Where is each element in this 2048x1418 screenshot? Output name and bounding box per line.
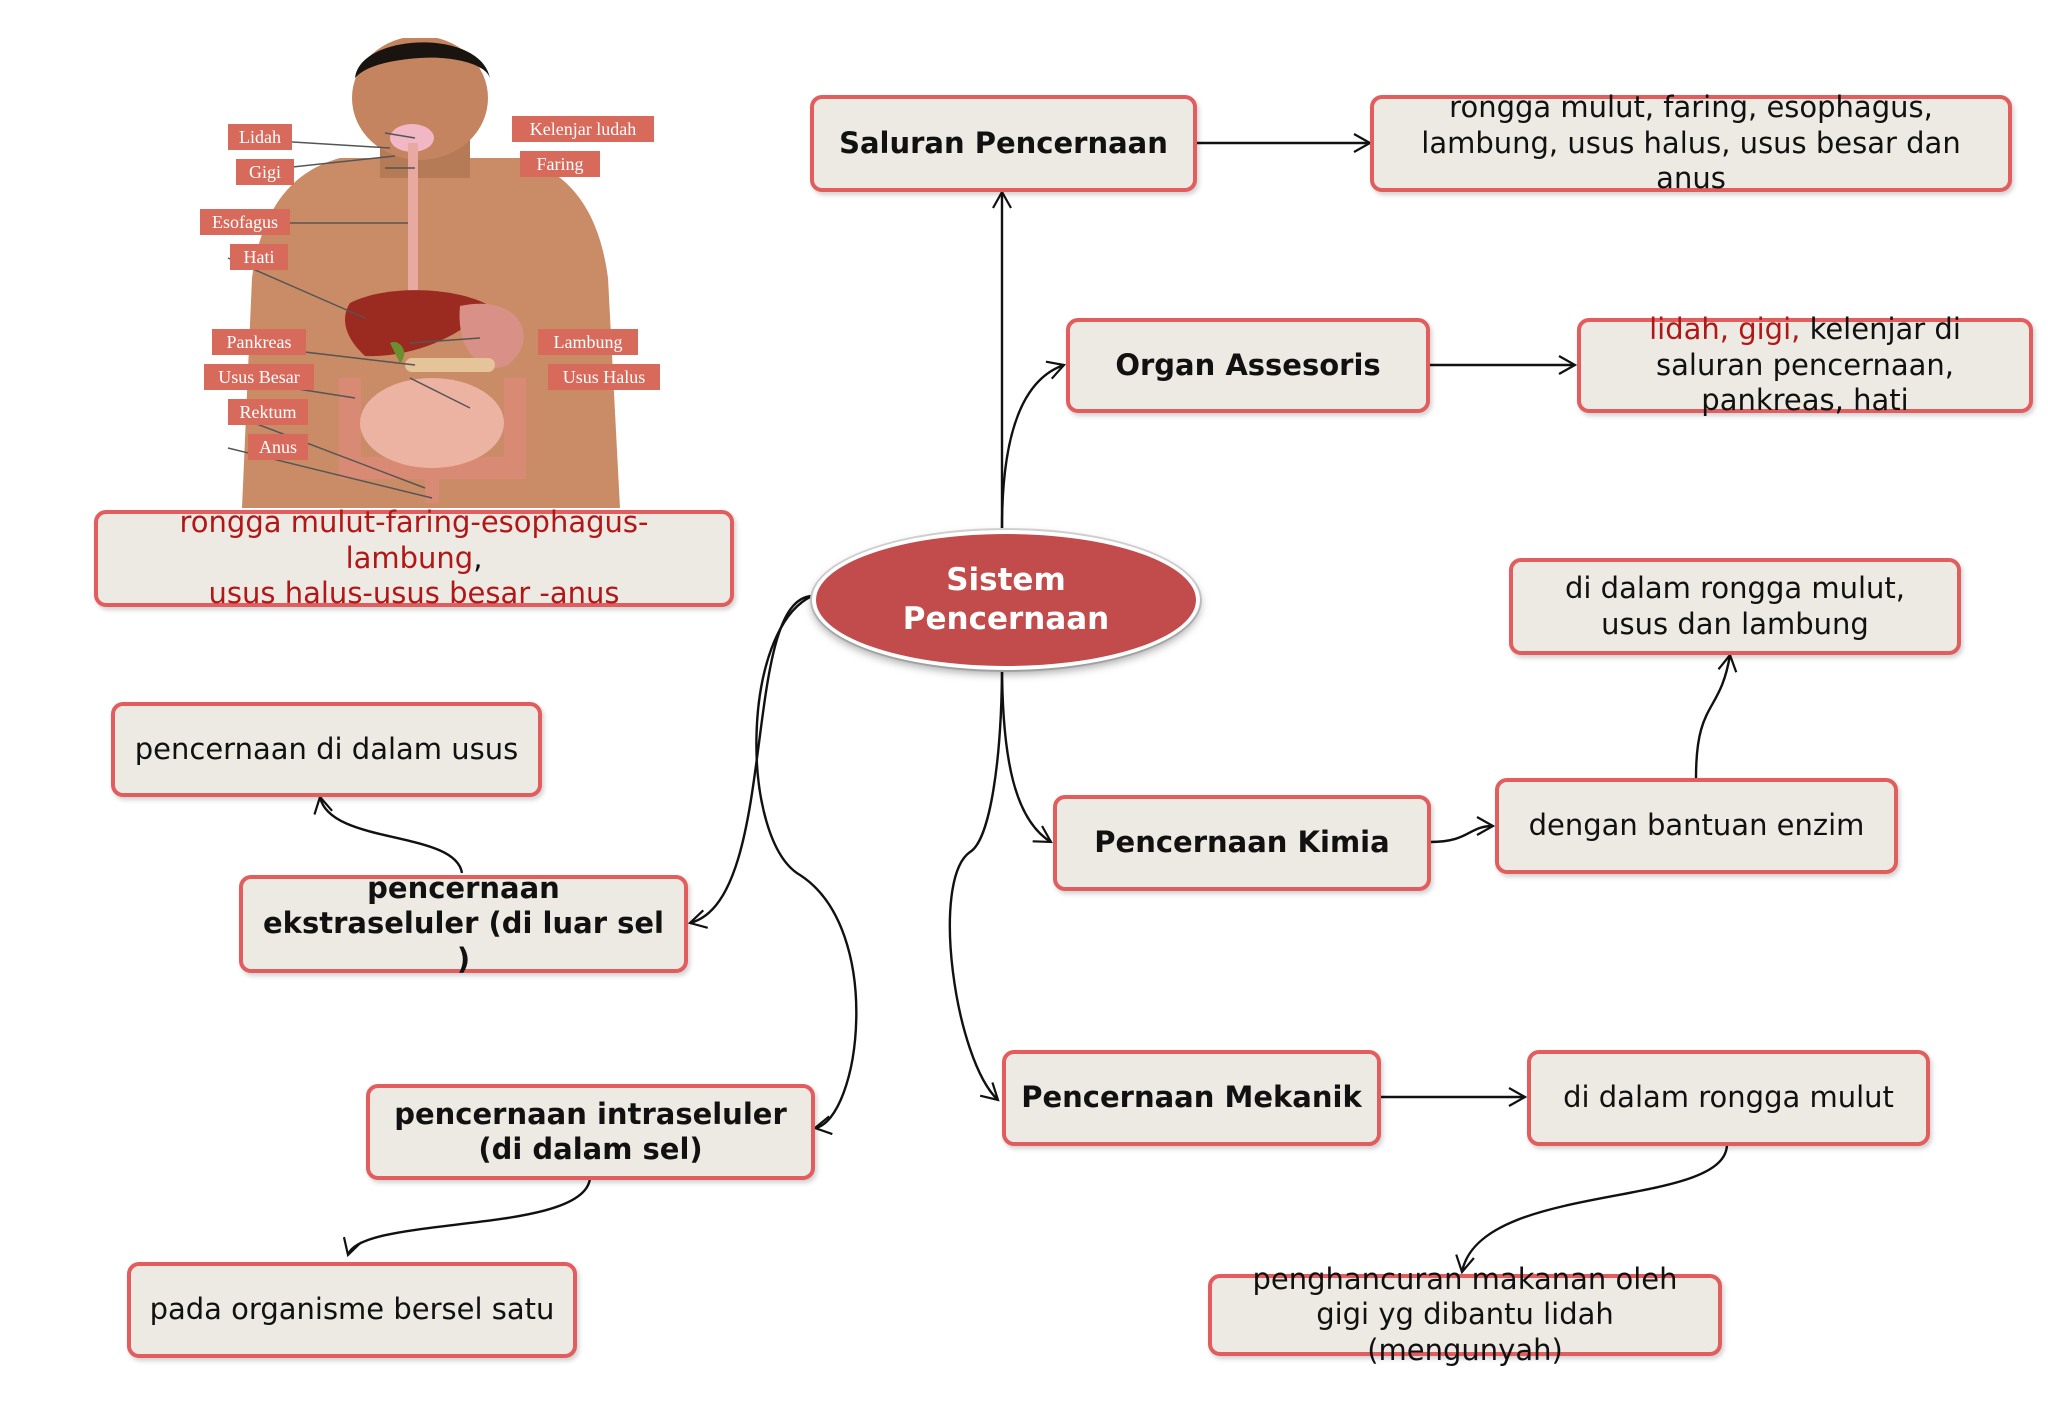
label-faring: Faring xyxy=(537,154,584,174)
esophagus xyxy=(408,143,418,333)
node-ekstraseluler: pencernaan ekstraseluler (di luar sel ) xyxy=(239,871,688,976)
pancreas xyxy=(405,358,495,372)
edge-center-organ xyxy=(1000,360,1067,529)
node-saluran-label: Saluran Pencernaan xyxy=(839,125,1168,160)
edge-ekstra-desc xyxy=(313,794,464,874)
node-organ-assesoris: Organ Assesoris xyxy=(1066,318,1430,413)
label-pankreas: Pankreas xyxy=(227,332,292,352)
node-saluran-desc: rongga mulut, faring, esophagus, lambung… xyxy=(1370,90,2012,195)
node-mekanik-lokasi-text: di dalam rongga mulut xyxy=(1563,1080,1894,1115)
edge-center-ekstra xyxy=(687,594,813,929)
center-node-sistem-pencernaan: Sistem Pencernaan xyxy=(812,530,1200,670)
edge-center-kimia xyxy=(1000,661,1053,844)
edge-lokasi-desc xyxy=(1455,1143,1729,1275)
label-gigi: Gigi xyxy=(249,162,281,182)
label-rektum: Rektum xyxy=(240,402,297,422)
node-pencernaan-mekanik: Pencernaan Mekanik xyxy=(1002,1050,1381,1146)
label-usus-besar: Usus Besar xyxy=(218,367,300,387)
node-mekanik-desc: penghancuran makanan oleh gigi yg dibant… xyxy=(1208,1262,1722,1367)
node-intra-desc: pada organisme bersel satu xyxy=(127,1262,577,1358)
liver xyxy=(345,290,490,357)
node-jalur-line1: rongga mulut-faring-esophagus-lambung xyxy=(179,505,649,575)
hair xyxy=(355,42,490,78)
node-pencernaan-kimia: Pencernaan Kimia xyxy=(1053,795,1431,891)
node-organ-desc-text: lidah, gigi, kelenjar di saluran pencern… xyxy=(1595,312,2015,418)
node-jalur-line2: usus halus-usus besar -anus xyxy=(208,576,620,611)
node-kimia-lokasi-text: di dalam rongga mulut, usus dan lambung xyxy=(1564,571,1906,641)
small-intestine xyxy=(360,378,504,468)
stomach xyxy=(459,303,524,368)
node-saluran-desc-text: rongga mulut, faring, esophagus, lambung… xyxy=(1421,90,1961,196)
digestive-system-illustration: Lidah Gigi Esofagus Hati Pankreas Usus B… xyxy=(200,38,660,508)
node-mekanik-lokasi: di dalam rongga mulut xyxy=(1527,1050,1930,1146)
node-intraseluler: pencernaan intraseluler (di dalam sel) xyxy=(366,1084,815,1180)
node-intra-desc-text: pada organisme bersel satu xyxy=(149,1292,555,1327)
node-mekanik-desc-text: penghancuran makanan oleh gigi yg dibant… xyxy=(1252,1261,1678,1367)
center-title-line1: Sistem xyxy=(946,562,1066,599)
center-title-line2: Pencernaan xyxy=(902,601,1110,637)
edge-kimia-enzim xyxy=(1429,816,1496,844)
node-organ-label: Organ Assesoris xyxy=(1115,347,1381,382)
node-ekstra-desc-text: pencernaan di dalam usus xyxy=(134,731,519,766)
node-kimia-enzim-text: dengan bantuan enzim xyxy=(1528,808,1865,843)
node-ekstra-label: pencernaan ekstraseluler (di luar sel ) xyxy=(263,870,664,976)
node-kimia-lokasi: di dalam rongga mulut, usus dan lambung xyxy=(1509,558,1961,655)
gallbladder xyxy=(390,342,405,363)
node-kimia-label: Pencernaan Kimia xyxy=(1094,825,1390,860)
label-hati: Hati xyxy=(244,247,275,267)
label-anus: Anus xyxy=(259,437,297,457)
head xyxy=(352,38,488,160)
label-usus-halus: Usus Halus xyxy=(563,367,646,387)
node-organ-desc: lidah, gigi, kelenjar di saluran pencern… xyxy=(1577,312,2033,417)
node-saluran-pencernaan: Saluran Pencernaan xyxy=(810,95,1197,192)
edge-intra-desc xyxy=(342,1177,592,1258)
node-jalur-text: rongga mulut-faring-esophagus-lambung,us… xyxy=(179,505,649,611)
edge-enzim-lokasi xyxy=(1694,652,1738,779)
node-organ-desc-rest: kelenjar di saluran pencernaan, pankreas… xyxy=(1656,312,1961,418)
node-ekstra-desc: pencernaan di dalam usus xyxy=(111,702,542,797)
node-intra-label: pencernaan intraseluler (di dalam sel) xyxy=(394,1096,787,1166)
label-esofagus: Esofagus xyxy=(212,212,278,232)
edge-center-mekanik xyxy=(948,661,1004,1102)
edge-center-intra xyxy=(755,594,858,1136)
node-organ-desc-highlight: lidah, gigi, xyxy=(1649,312,1801,347)
label-lidah: Lidah xyxy=(239,127,281,147)
node-jalur-pencernaan: rongga mulut-faring-esophagus-lambung,us… xyxy=(94,505,734,610)
node-kimia-enzim: dengan bantuan enzim xyxy=(1495,778,1898,874)
node-mekanik-label: Pencernaan Mekanik xyxy=(1021,1080,1362,1115)
label-lambung: Lambung xyxy=(554,332,623,352)
label-kelenjar-ludah: Kelenjar ludah xyxy=(530,119,636,139)
